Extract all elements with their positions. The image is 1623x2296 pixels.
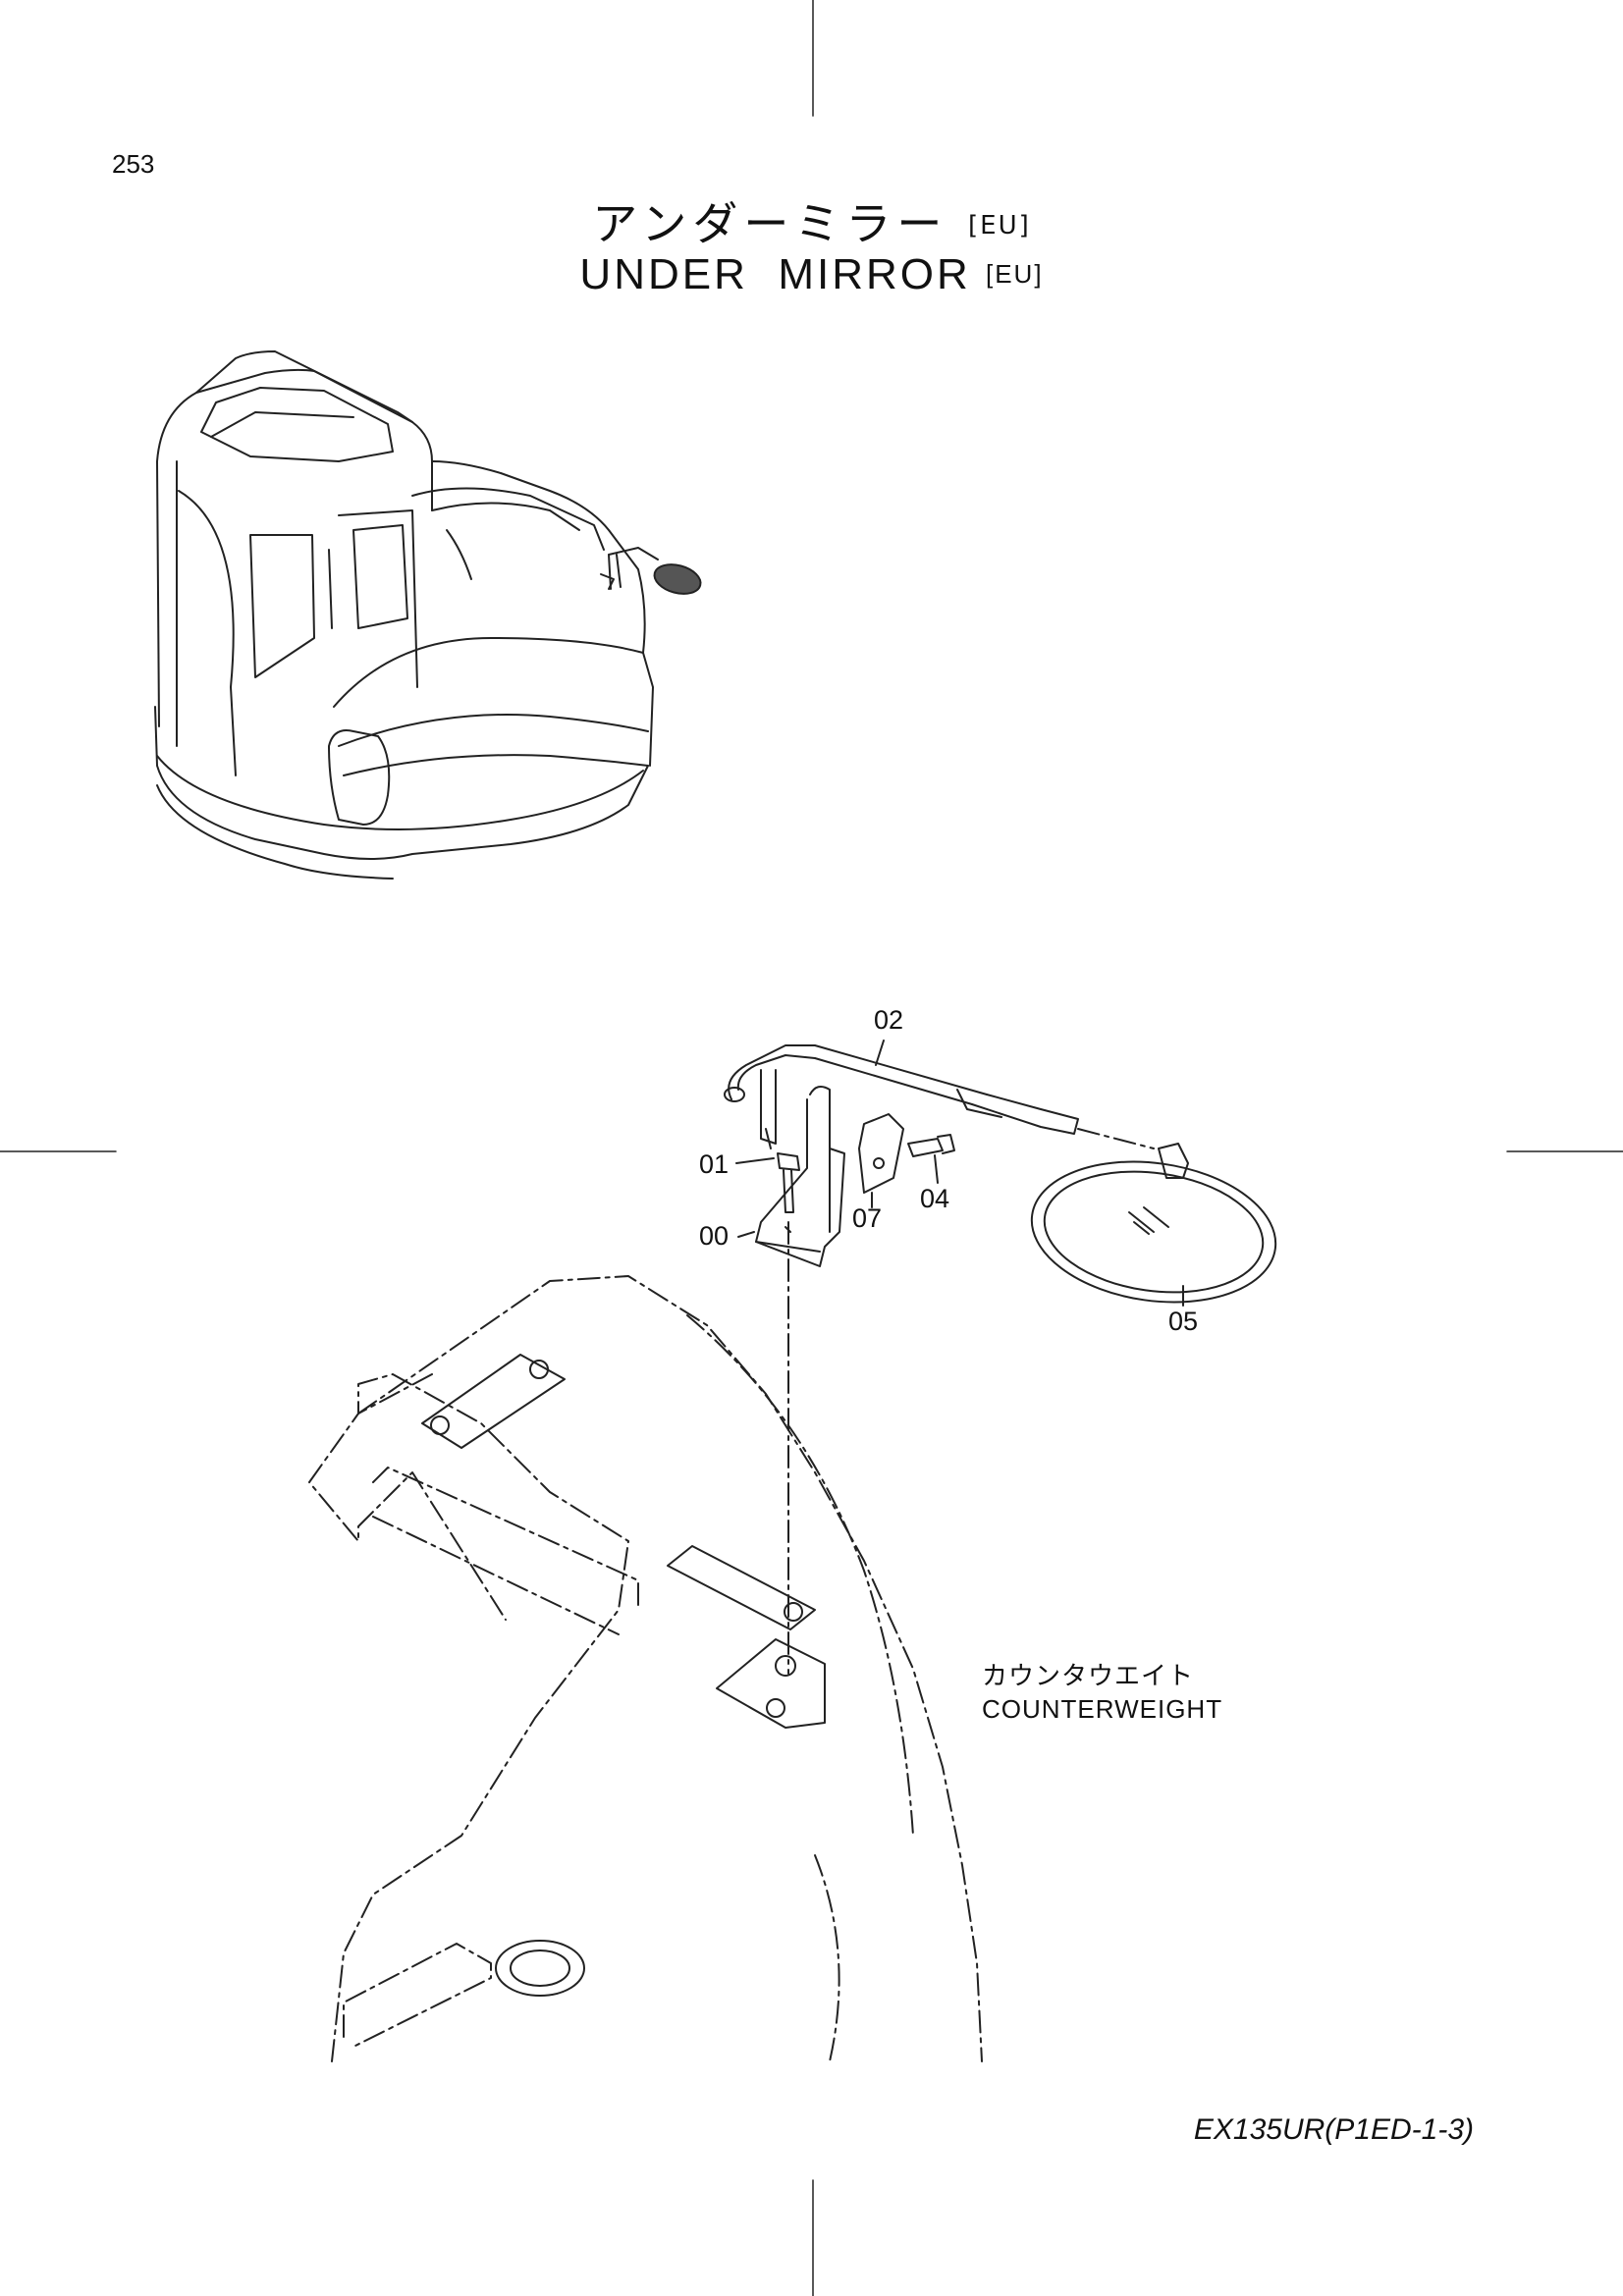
counterweight-label-jp: カウンタウエイト (982, 1661, 1195, 1690)
title-en-text: UNDER MIRROR (579, 250, 971, 298)
mirror-assembly-drawing (724, 1040, 1277, 1675)
page-title-en: UNDER MIRROR [EU] (0, 250, 1623, 299)
excavator-overview-drawing (154, 350, 702, 880)
page-title-jp: アンダーミラー [EU] (0, 188, 1623, 253)
part-label-05: 05 (1168, 1307, 1198, 1336)
page-number: 253 (112, 149, 155, 179)
part-label-00: 00 (699, 1221, 729, 1251)
model-code-footer: EX135UR(P1ED-1-3) (1193, 2113, 1474, 2146)
part-label-07: 07 (852, 1203, 882, 1233)
title-jp-text: アンダーミラー (592, 197, 948, 250)
counterweight-label-en: COUNTERWEIGHT (982, 1694, 1223, 1724)
part-label-01: 01 (699, 1149, 729, 1179)
counterweight-drawing (308, 1275, 983, 2062)
part-label-04: 04 (920, 1184, 949, 1213)
title-en-tag: [EU] (985, 259, 1044, 289)
title-jp-tag: [EU] (968, 211, 1031, 240)
counterweight-label: カウンタウエイト COUNTERWEIGHT (982, 1659, 1222, 1726)
part-label-02: 02 (874, 1005, 903, 1035)
